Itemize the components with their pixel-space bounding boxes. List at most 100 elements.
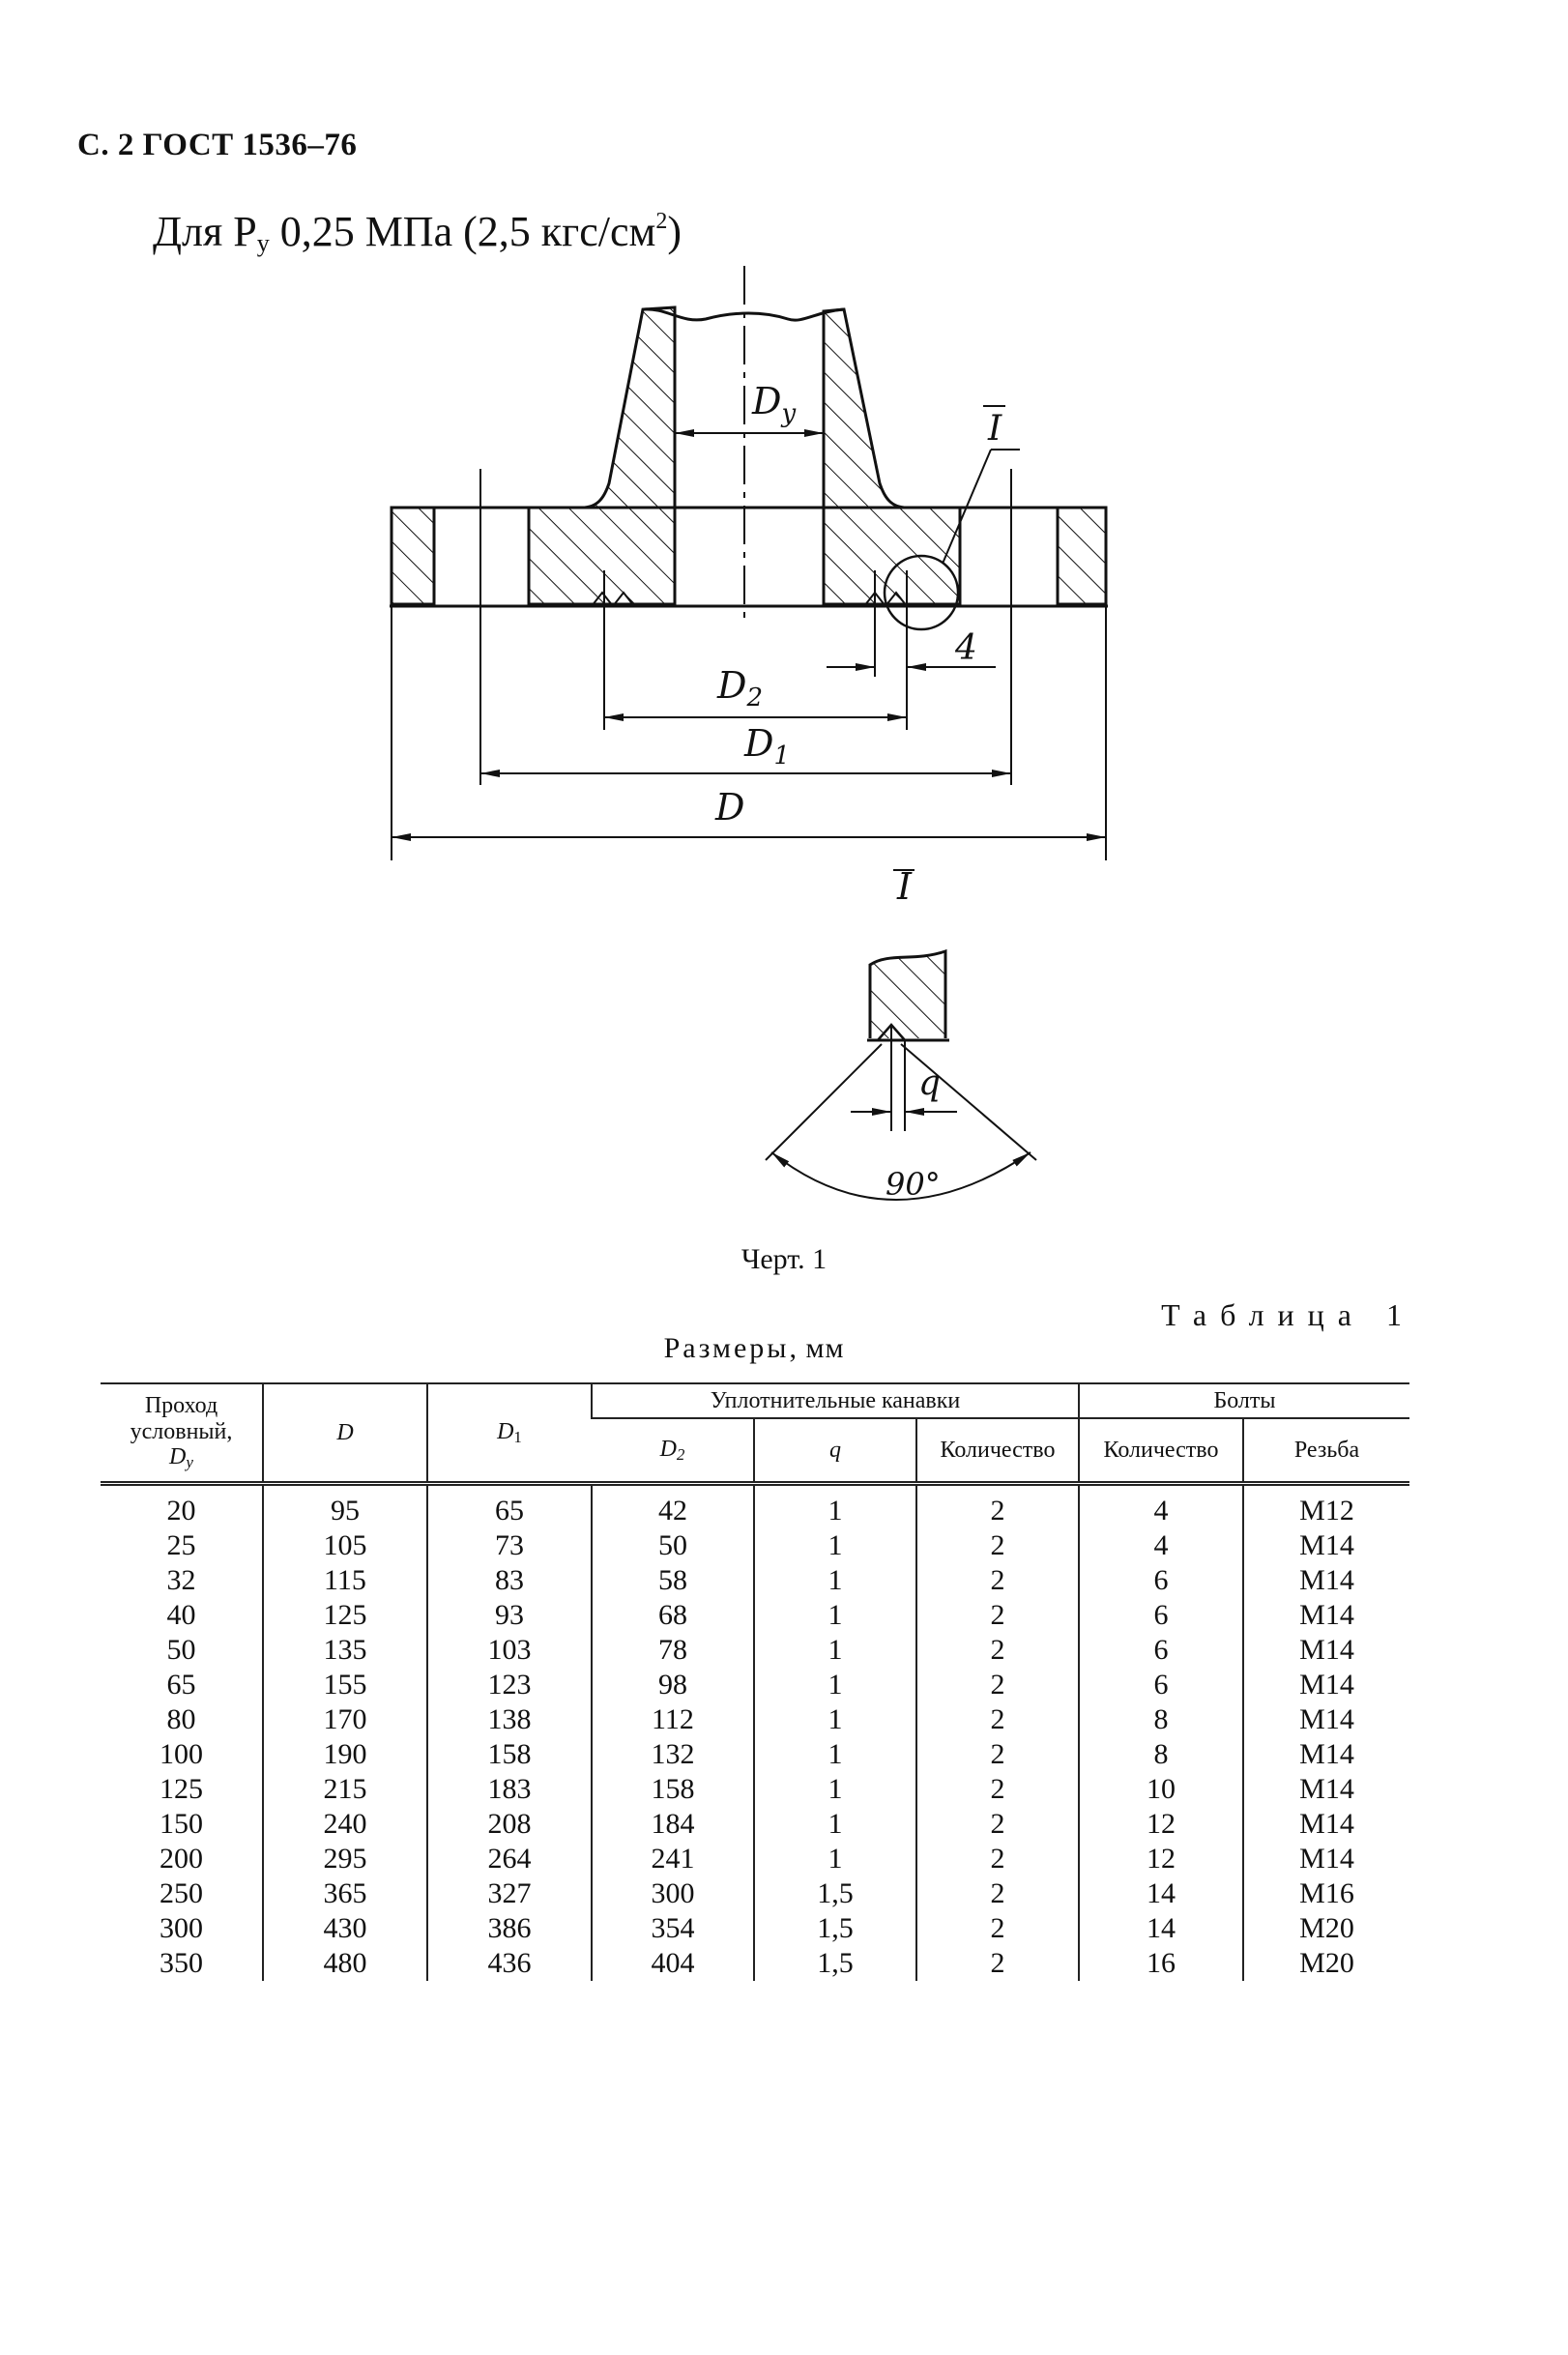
cell-q: 1: [753, 1842, 916, 1877]
cell-d1: 327: [426, 1876, 592, 1912]
header-d2-main: D: [659, 1437, 677, 1463]
dim-d-label: D: [714, 786, 744, 829]
dim-d2-sub: 2: [745, 683, 763, 712]
detail-angle-label: 90°: [886, 1166, 941, 1203]
cell-q: 1: [753, 1737, 916, 1773]
cell-q: 1: [753, 1563, 916, 1599]
cell-bolt-count: 6: [1078, 1633, 1243, 1669]
cell-d2: 404: [591, 1946, 754, 1982]
figure-caption: Черт. 1: [740, 1243, 828, 1275]
cell-q: 1,5: [753, 1911, 916, 1947]
cell-d: 105: [262, 1528, 427, 1564]
cell-d1: 208: [426, 1807, 592, 1843]
header-passage-line2: условный,: [130, 1418, 233, 1444]
flange-outline: [390, 307, 1108, 608]
cell-thread: M20: [1242, 1911, 1409, 1947]
cell-bolt-count: 14: [1078, 1876, 1243, 1912]
cell-d: 95: [262, 1483, 427, 1529]
cell-bolt-count: 6: [1078, 1598, 1243, 1634]
cell-thread: M14: [1242, 1737, 1409, 1773]
header-q: q: [753, 1417, 916, 1487]
cell-groove-count: 2: [915, 1633, 1079, 1669]
cell-d: 430: [262, 1911, 427, 1947]
page-header: С. 2 ГОСТ 1536–76: [77, 128, 358, 162]
header-passage-sub: y: [186, 1453, 193, 1472]
cell-groove-count: 2: [915, 1528, 1079, 1564]
header-d: D: [262, 1382, 427, 1487]
subtitle-prefix: Для P: [153, 208, 257, 255]
cell-d: 295: [262, 1842, 427, 1877]
cell-thread: M16: [1242, 1876, 1409, 1912]
cell-d: 365: [262, 1876, 427, 1912]
cell-d1: 183: [426, 1772, 592, 1808]
cell-q: 1: [753, 1633, 916, 1669]
dim-dy-main: D: [751, 380, 781, 422]
cell-d1: 93: [426, 1598, 592, 1634]
detail-title-label: I: [896, 865, 913, 908]
header-d1-main: D: [497, 1418, 514, 1444]
cell-d1: 123: [426, 1668, 592, 1703]
dim-dy-label: Dy: [751, 380, 796, 428]
header-bolt-count: Количество: [1078, 1417, 1243, 1487]
subtitle-suffix: ): [667, 208, 682, 255]
cell-d1: 65: [426, 1483, 592, 1529]
detail-mark-label: I: [987, 409, 1002, 449]
cell-q: 1: [753, 1807, 916, 1843]
table-label: Таблица 1: [1161, 1297, 1415, 1332]
dim-d2-label: D2: [716, 664, 763, 712]
cell-d2: 42: [591, 1483, 754, 1529]
detail-leader: [942, 449, 992, 565]
cell-bolt-count: 14: [1078, 1911, 1243, 1947]
cell-d: 170: [262, 1702, 427, 1738]
cell-groove-count: 2: [915, 1911, 1079, 1947]
cell-q: 1: [753, 1528, 916, 1564]
cell-d2: 98: [591, 1668, 754, 1703]
cell-d2: 78: [591, 1633, 754, 1669]
cell-groove-count: 2: [915, 1598, 1079, 1634]
header-bolts: Болты: [1078, 1381, 1409, 1419]
subtitle-sup: 2: [655, 209, 668, 234]
cell-thread: M14: [1242, 1528, 1409, 1564]
flange-section: [390, 305, 1108, 606]
cell-thread: M12: [1242, 1483, 1409, 1529]
cell-d: 215: [262, 1772, 427, 1808]
cell-d2: 50: [591, 1528, 754, 1564]
cell-thread: M14: [1242, 1702, 1409, 1738]
cell-thread: M14: [1242, 1842, 1409, 1877]
cell-d1: 158: [426, 1737, 592, 1773]
cell-d1: 264: [426, 1842, 592, 1877]
cell-groove-count: 2: [915, 1876, 1079, 1912]
header-grooves: Уплотнительные канавки: [591, 1381, 1079, 1419]
cell-thread: M14: [1242, 1598, 1409, 1634]
cell-d1: 436: [426, 1946, 592, 1982]
cell-q: 1: [753, 1668, 916, 1703]
cell-passage: 200: [160, 1843, 203, 1875]
detail-circle: [883, 554, 960, 631]
cell-groove-count: 2: [915, 1807, 1079, 1843]
cell-thread: M14: [1242, 1807, 1409, 1843]
cell-d2: 68: [591, 1598, 754, 1634]
cell-passage: 20: [166, 1495, 196, 1527]
cell-passage: 65: [166, 1669, 196, 1701]
cell-groove-count: 2: [915, 1946, 1079, 1982]
dim-d1-label: D1: [743, 722, 790, 770]
cell-thread: M14: [1242, 1668, 1409, 1703]
cell-groove-count: 2: [915, 1842, 1079, 1877]
detail-view: [765, 948, 1037, 1201]
cell-d: 240: [262, 1807, 427, 1843]
header-d1-sub: 1: [513, 1427, 522, 1446]
cell-groove-count: 2: [915, 1702, 1079, 1738]
cell-passage: 40: [166, 1599, 196, 1632]
cell-passage: 250: [160, 1877, 203, 1910]
cell-d1: 386: [426, 1911, 592, 1947]
